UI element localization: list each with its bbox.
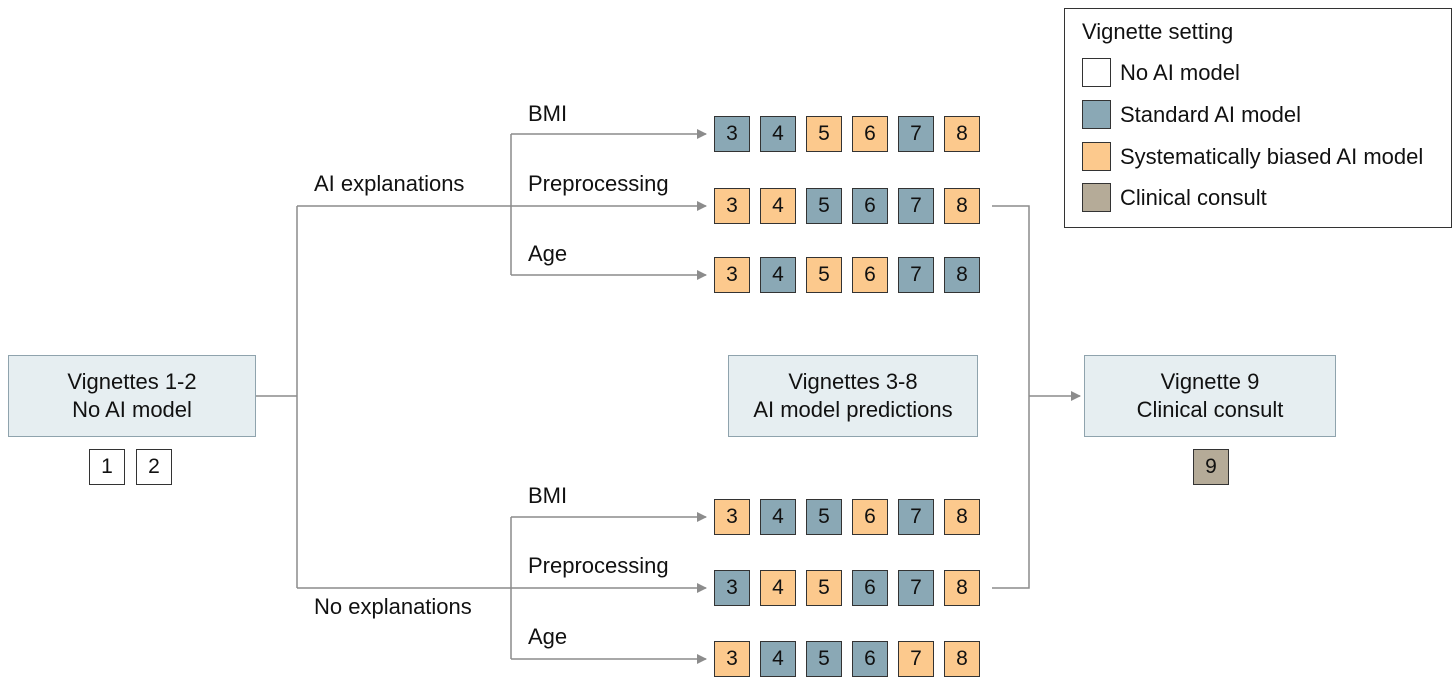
arm-label: Preprocessing [528, 171, 669, 196]
legend-swatch [1082, 183, 1111, 212]
vignette-square: 6 [852, 116, 888, 152]
vignette-square: 3 [714, 641, 750, 677]
legend-label: Systematically biased AI model [1120, 143, 1424, 169]
vignette-square: 7 [898, 116, 934, 152]
vignette-square: 7 [898, 499, 934, 535]
connector-merge [992, 205, 1030, 589]
legend-swatch [1082, 58, 1111, 87]
vignette-square: 5 [806, 116, 842, 152]
legend: Vignette setting No AI model Standard AI… [1064, 8, 1452, 228]
start-squares: 1 2 [89, 449, 172, 485]
legend-label: No AI model [1120, 59, 1240, 85]
vignette-square: 4 [760, 641, 796, 677]
vignette-square: 6 [852, 570, 888, 606]
vignette-square: 8 [944, 188, 980, 224]
vignette-square: 6 [852, 188, 888, 224]
vignette-square: 2 [136, 449, 172, 485]
vignette-square: 6 [852, 257, 888, 293]
vignette-square: 9 [1193, 449, 1229, 485]
branch-label-top: AI explanations [314, 171, 465, 196]
vignette-square: 4 [760, 188, 796, 224]
legend-title: Vignette setting [1082, 19, 1234, 44]
arm-label: Preprocessing [528, 553, 669, 578]
vignette-square: 6 [852, 499, 888, 535]
end-box-line2: Clinical consult [1136, 397, 1284, 422]
end-box-line1: Vignette 9 [1160, 369, 1260, 394]
vignette-square: 8 [944, 570, 980, 606]
vignette-square: 7 [898, 641, 934, 677]
start-box: Vignettes 1-2 No AI model [8, 355, 256, 437]
legend-item: Systematically biased AI model [1082, 142, 1423, 171]
arm-label: BMI [528, 101, 568, 126]
start-box-line2: No AI model [72, 397, 192, 422]
middle-box-line2: AI model predictions [753, 397, 953, 422]
legend-label: Clinical consult [1120, 184, 1267, 210]
legend-label: Standard AI model [1120, 101, 1302, 127]
vignette-square: 5 [806, 188, 842, 224]
start-box-line1: Vignettes 1-2 [67, 369, 197, 394]
vignette-square: 4 [760, 116, 796, 152]
vignette-square: 4 [760, 570, 796, 606]
vignette-square: 3 [714, 116, 750, 152]
vignette-square: 8 [944, 257, 980, 293]
legend-item: No AI model [1082, 58, 1240, 87]
vignette-square: 5 [806, 570, 842, 606]
vignette-square: 1 [89, 449, 125, 485]
vignette-square: 5 [806, 257, 842, 293]
vignette-square: 8 [944, 499, 980, 535]
arm-label: Age [528, 241, 568, 266]
vignette-square: 4 [760, 499, 796, 535]
vignette-square: 3 [714, 257, 750, 293]
legend-item: Standard AI model [1082, 100, 1301, 129]
arm-label: BMI [528, 483, 568, 508]
legend-swatch [1082, 100, 1111, 129]
legend-item: Clinical consult [1082, 183, 1267, 212]
end-box: Vignette 9 Clinical consult [1084, 355, 1336, 437]
vignette-square: 8 [944, 641, 980, 677]
vignette-square: 8 [944, 116, 980, 152]
vignette-square: 3 [714, 570, 750, 606]
vignette-square: 7 [898, 257, 934, 293]
legend-swatch [1082, 142, 1111, 171]
branch-label-bottom: No explanations [314, 594, 472, 619]
vignette-square: 7 [898, 570, 934, 606]
vignette-square: 6 [852, 641, 888, 677]
vignette-square: 3 [714, 499, 750, 535]
vignette-square: 3 [714, 188, 750, 224]
vignette-square: 5 [806, 641, 842, 677]
vignette-square: 5 [806, 499, 842, 535]
middle-box: Vignettes 3-8 AI model predictions [728, 355, 978, 437]
vignette-square: 4 [760, 257, 796, 293]
vignette-square: 7 [898, 188, 934, 224]
arm-label: Age [528, 624, 568, 649]
middle-box-line1: Vignettes 3-8 [788, 369, 918, 394]
